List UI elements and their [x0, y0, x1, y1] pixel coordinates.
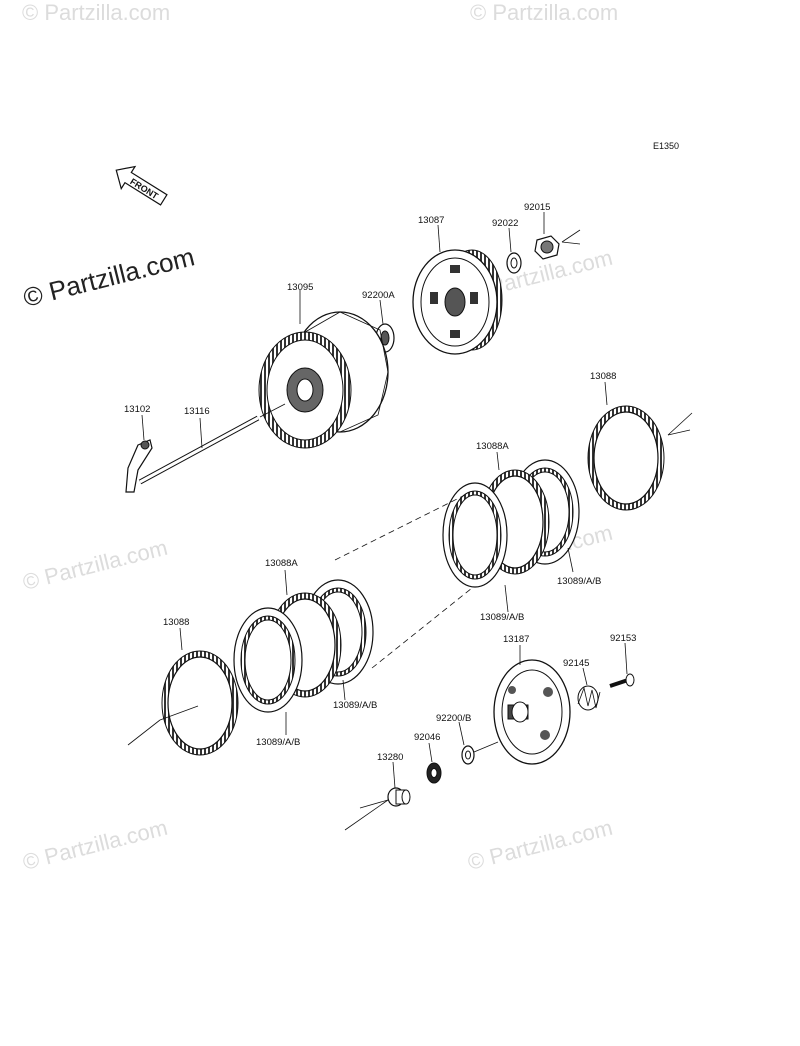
friction-plate-13088-bottom [127, 627, 239, 756]
collar-13280 [344, 761, 411, 831]
part-label-13088A-top: 13088A [476, 441, 509, 452]
part-label-92153: 92153 [610, 633, 636, 644]
washer-92200B [458, 721, 499, 765]
front-arrow-icon: FRONT [115, 165, 168, 206]
part-label-92022: 92022 [492, 218, 518, 229]
clutch-housing-13095 [258, 290, 389, 449]
part-label-13088-top: 13088 [590, 371, 616, 382]
watermark: © Partzilla.com [20, 815, 170, 875]
watermark: © Partzilla.com [22, 0, 170, 25]
part-label-13089-bottom-left: 13089/A/B [256, 737, 300, 748]
nut-92015 [534, 212, 581, 260]
release-lever-13102 [125, 414, 153, 493]
part-label-92200B: 92200/B [436, 713, 471, 724]
diagram-code: E1350 [653, 141, 679, 151]
part-label-13088A-bottom: 13088A [265, 558, 298, 569]
part-label-92145: 92145 [563, 658, 589, 669]
washer-92022 [506, 227, 522, 274]
part-label-13089-bottom-mid: 13089/A/B [333, 700, 377, 711]
plate-stack-upper [442, 451, 580, 613]
part-label-92046: 92046 [414, 732, 440, 743]
friction-plate-13088-top [587, 381, 693, 511]
watermark: © Partzilla.com [465, 815, 615, 875]
watermark: © Partzilla.com [470, 0, 618, 25]
part-label-92200A: 92200A [362, 290, 395, 301]
part-label-13116: 13116 [184, 406, 210, 417]
watermark-main: © Partzilla.com [20, 241, 197, 312]
part-label-13087: 13087 [418, 215, 444, 226]
plate-stack-lower [233, 569, 374, 735]
part-label-13102: 13102 [124, 404, 150, 415]
part-label-13089-top-mid: 13089/A/B [480, 612, 524, 623]
bolt-92153 [609, 642, 635, 688]
part-label-13088-bottom: 13088 [163, 617, 189, 628]
bearing-92046 [426, 742, 442, 784]
push-rod-13116 [138, 403, 286, 485]
part-label-92015: 92015 [524, 202, 550, 213]
part-label-13095: 13095 [287, 282, 313, 293]
pressure-plate-13187 [493, 645, 571, 765]
part-label-13280: 13280 [377, 752, 403, 763]
part-label-13187: 13187 [503, 634, 529, 645]
clutch-hub-13087 [412, 224, 503, 355]
part-label-13089-top-right: 13089/A/B [557, 576, 601, 587]
watermark: © Partzilla.com [20, 535, 170, 595]
spring-92145 [577, 667, 601, 711]
